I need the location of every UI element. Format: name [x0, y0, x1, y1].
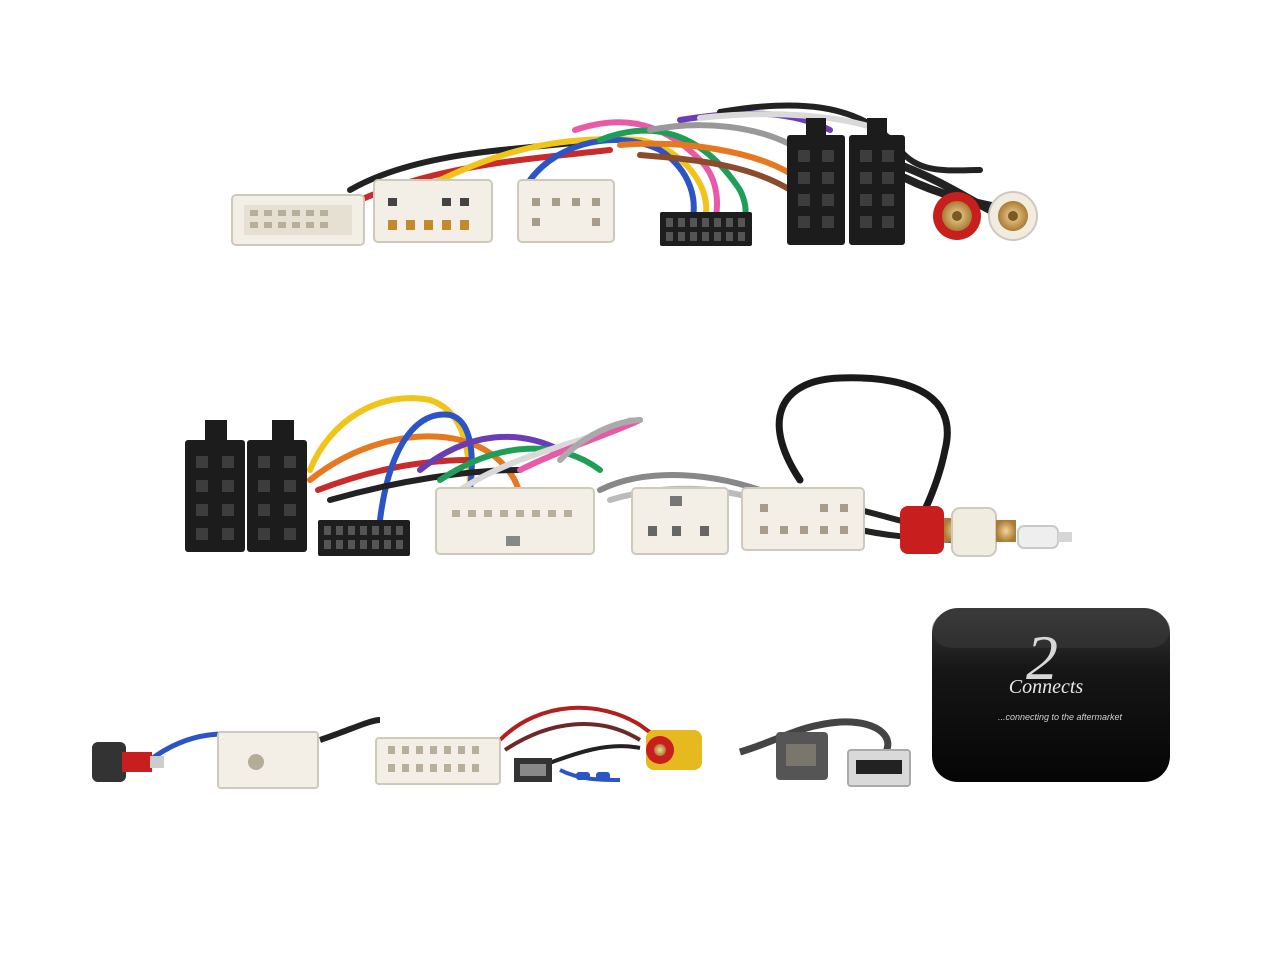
small-black-connector-middle — [318, 520, 410, 556]
iso-to-camera-adapter — [375, 705, 702, 785]
toyota-connector-6pin — [517, 179, 615, 243]
toyota-connector-medium — [631, 487, 729, 555]
toyota-connector-large — [435, 487, 595, 555]
module-logo-number: 2 — [1026, 622, 1058, 693]
toyota-connector-small — [741, 487, 865, 551]
iso-connector-pair-middle — [185, 420, 307, 552]
module-logo-text: Connects — [1008, 676, 1084, 698]
toyota-connector-20pin — [231, 194, 365, 246]
antenna-adapter — [92, 717, 381, 789]
rca-plug-pair-top — [933, 191, 1038, 241]
rca-plug-pair-middle — [900, 506, 1016, 557]
antenna-plug-middle — [1017, 525, 1072, 549]
interface-module — [932, 608, 1170, 782]
middle-harness — [185, 374, 1072, 557]
usb-adapter — [738, 718, 911, 787]
top-harness — [231, 102, 1038, 246]
iso-connector-pair-top — [787, 118, 905, 245]
module-tagline: ...connecting to the aftermarket — [997, 712, 1123, 722]
toyota-connector-10pin — [373, 179, 493, 243]
small-black-connector — [660, 212, 752, 246]
